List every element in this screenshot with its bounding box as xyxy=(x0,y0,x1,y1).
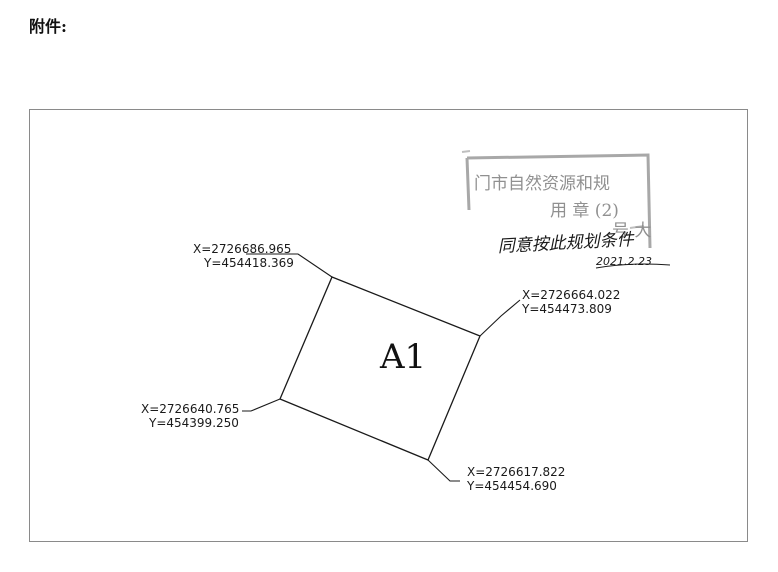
signature-date: 2021.2.23 xyxy=(596,255,652,268)
vertex-label-bottom: X=2726617.822 Y=454454.690 xyxy=(466,465,565,493)
stamp-line-2: 用 章 (2) xyxy=(550,201,619,221)
vertex-x-bottom: X=2726617.822 xyxy=(467,465,565,479)
vertex-label-top-left: X=2726686.965 Y=454418.369 xyxy=(193,242,294,270)
stamp-line-3: 号 大 xyxy=(612,221,651,241)
leader-bottom xyxy=(427,459,460,482)
leader-left xyxy=(242,398,281,412)
leader-lines xyxy=(242,253,521,482)
vertex-x-top-left: X=2726686.965 xyxy=(193,242,291,256)
vertex-y-bottom: Y=454454.690 xyxy=(466,479,557,493)
signature-text: 同意按此规划条件 xyxy=(497,230,636,257)
vertex-y-top-left: Y=454418.369 xyxy=(203,256,294,270)
leader-right xyxy=(479,299,521,337)
stamp-line-1: 门市自然资源和规 xyxy=(474,174,610,194)
attachment-label: 附件: xyxy=(29,17,67,36)
vertex-label-right: X=2726664.022 Y=454473.809 xyxy=(521,288,620,316)
parcel-label: A1 xyxy=(379,337,426,377)
signature-underline xyxy=(595,263,671,269)
vertex-y-left: Y=454399.250 xyxy=(148,416,239,430)
parcel-diagram: X=2726686.965 Y=454418.369 X=2726664.022… xyxy=(141,150,671,493)
official-stamp: 门市自然资源和规 用 章 (2) 号 大 xyxy=(461,150,652,249)
vertex-y-right: Y=454473.809 xyxy=(521,302,612,316)
vertex-x-right: X=2726664.022 xyxy=(522,288,620,302)
vertex-label-left: X=2726640.765 Y=454399.250 xyxy=(141,402,239,430)
leader-top-left xyxy=(246,253,333,278)
stamp-border xyxy=(465,153,652,249)
parcel-diagram-frame: X=2726686.965 Y=454418.369 X=2726664.022… xyxy=(29,109,748,542)
vertex-x-left: X=2726640.765 xyxy=(141,402,239,416)
stamp-scuff xyxy=(461,150,645,229)
